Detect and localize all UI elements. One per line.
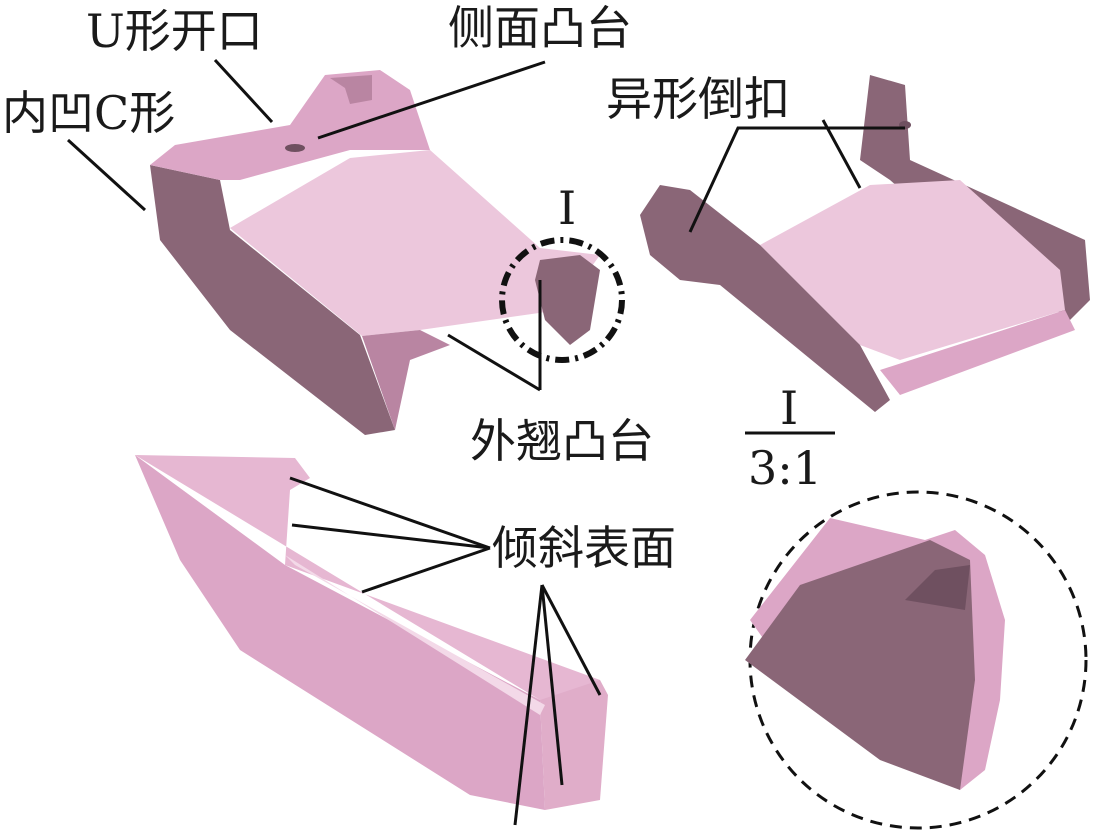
label-inclined-surface: 倾斜表面 [492, 521, 676, 575]
leader-inner-c [66, 138, 147, 212]
part-top-left [150, 70, 600, 435]
leader-undercut [688, 126, 905, 233]
detail-face-dark [745, 540, 975, 790]
side-boss-slit [285, 144, 305, 152]
part-bottom-left [135, 455, 608, 810]
label-scale-top: I [780, 381, 799, 435]
part-top-right [640, 75, 1090, 412]
part-floor [230, 150, 600, 336]
part-rail-ridge [285, 555, 545, 715]
part-rail-end [540, 680, 608, 810]
label-detail-mark: I [558, 181, 577, 235]
leader-incline-4 [513, 584, 544, 826]
leader-incline-6 [540, 584, 602, 696]
label-inner-c: 内凹C形 [2, 86, 176, 140]
part-bottom-lip [880, 310, 1075, 395]
part-rail-top [135, 455, 600, 700]
leader-u-opening [213, 58, 274, 124]
leader-boss-1 [447, 333, 541, 392]
leader-incline-3 [361, 546, 491, 594]
label-outward-boss: 外翘凸台 [470, 414, 654, 468]
label-odd-undercut: 异形倒扣 [606, 72, 790, 126]
part-lip [362, 330, 450, 430]
leader-lines [66, 58, 905, 826]
leader-incline-1 [289, 476, 491, 550]
leader-undercut-2 [821, 119, 862, 189]
part-rail-body [135, 455, 545, 810]
part-floor [760, 180, 1065, 360]
label-side-boss: 侧面凸台 [448, 1, 632, 55]
u-opening-notch [330, 75, 372, 104]
detail-callout-circle [499, 237, 625, 363]
leader-incline-2 [291, 523, 491, 550]
part-front-wall [640, 185, 890, 412]
detail-face-shadow [905, 565, 970, 610]
part-left-wall [150, 165, 395, 435]
detail-view [745, 490, 1088, 830]
leader-side-boss [317, 60, 546, 140]
part-end-tab [535, 255, 600, 345]
label-scale-bottom: 3:1 [748, 441, 823, 495]
label-u-opening: U形开口 [86, 4, 263, 58]
leader-incline-5 [540, 584, 564, 786]
